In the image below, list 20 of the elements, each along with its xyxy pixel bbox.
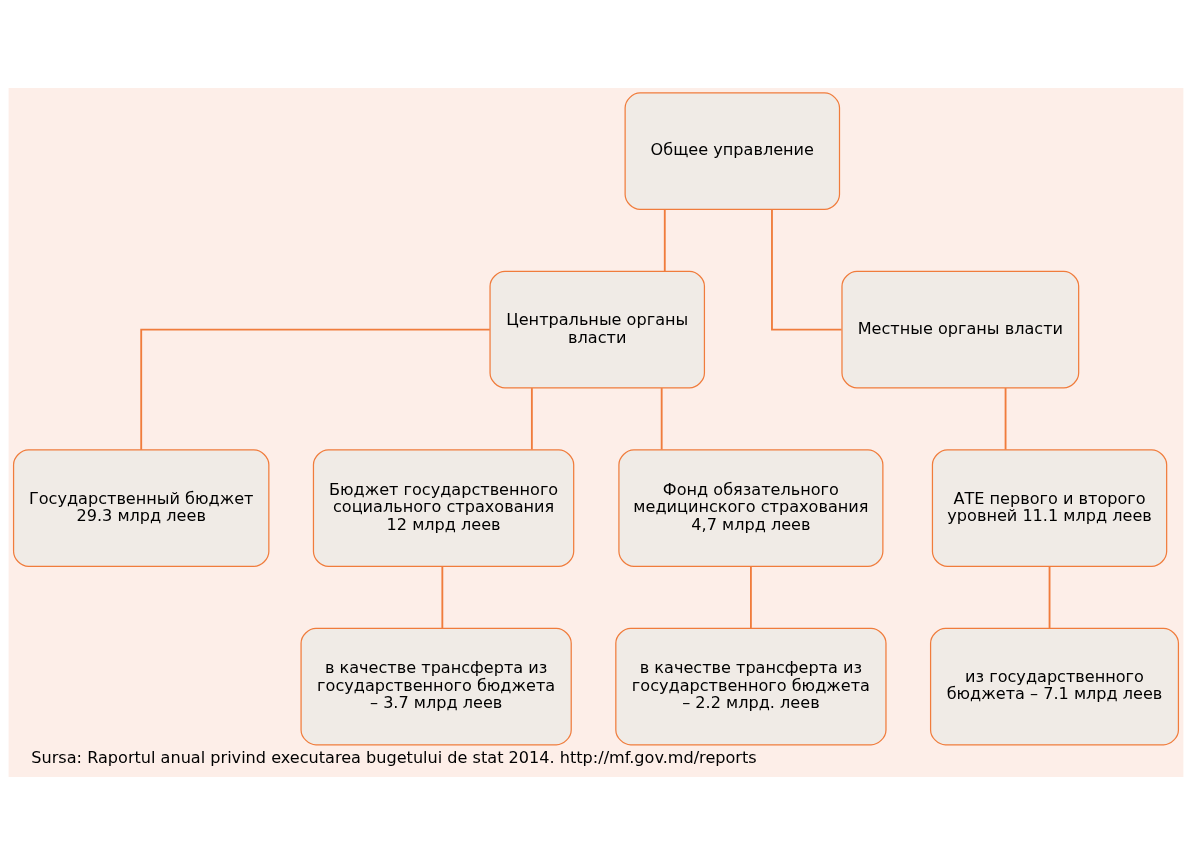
node-box: Общее управление [624, 91, 841, 210]
node-box: в качестве трансферта из государственного бюджета – 2.2 млрд. леев [615, 627, 887, 745]
connector [530, 386, 533, 450]
connector [1048, 565, 1051, 629]
caption: Sursa: Raportul anual privind executarea bugetului de stat 2014. http://mf.gov.md/reports [31, 747, 757, 767]
node-box: в качестве трансферта из государственного бюджета – 3.7 млрд леев [300, 627, 572, 745]
node-box: Центральные органы власти [489, 270, 706, 388]
connector [749, 565, 752, 629]
node-box: Местные органы власти [841, 270, 1080, 388]
node-box: из государственного бюджета – 7.1 млрд леев [929, 627, 1180, 745]
connector [140, 328, 491, 451]
node-box: АТЕ первого и второго уровней 11.1 млрд леев [931, 448, 1168, 567]
node-box: Бюджет государственного социального страхования 12 млрд леев [312, 448, 575, 567]
connector [771, 208, 843, 331]
connector [660, 386, 663, 450]
node-box: Фонд обязательного медицинского страхования 4,7 млрд леев [618, 448, 884, 567]
node-box: Государственный бюджет 29.3 млрд леев [12, 448, 270, 567]
connector [1004, 386, 1007, 450]
connector [663, 208, 666, 272]
connector [441, 565, 444, 629]
